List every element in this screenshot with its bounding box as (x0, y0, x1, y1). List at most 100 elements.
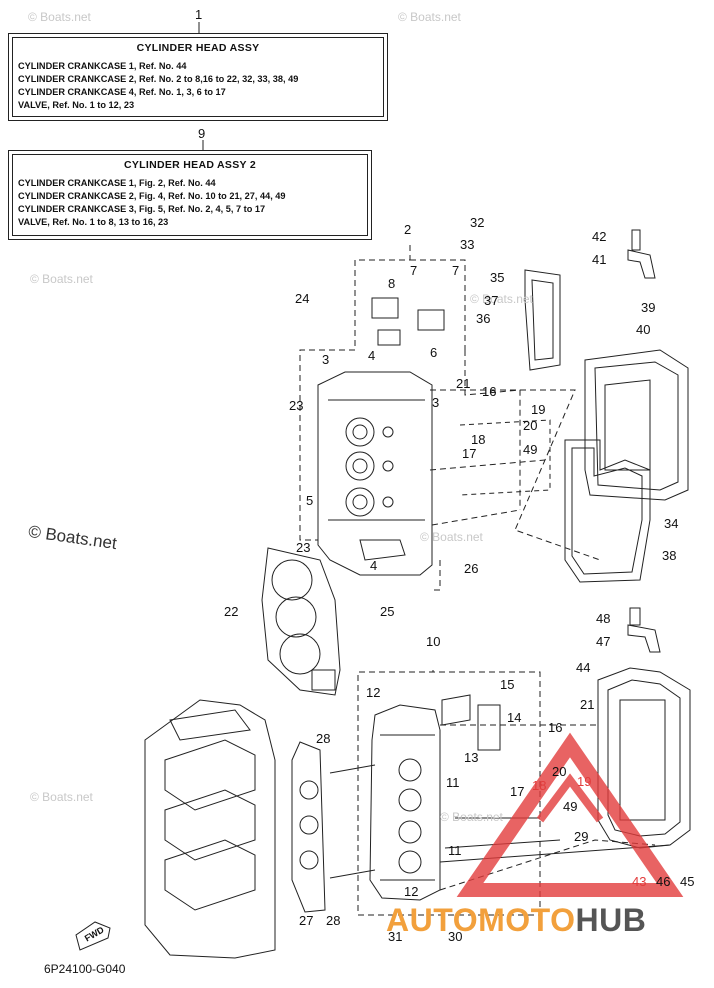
brand-part-2: HUB (575, 902, 647, 938)
cylinder-head-lower (369, 704, 441, 901)
callout: 30 (448, 929, 463, 944)
callout: 25 (380, 604, 395, 619)
leader-28-upper (329, 764, 376, 774)
brand-logo: AUTOMOTOHUB (386, 902, 646, 939)
callout: 32 (470, 215, 485, 230)
callout: 12 (366, 685, 381, 700)
callout: 34 (664, 516, 679, 531)
callout: 21 (456, 376, 471, 391)
head-cover-lower (597, 667, 691, 849)
callout: 35 (490, 270, 505, 285)
callout: 36 (476, 311, 491, 326)
watermark: © Boats.net (28, 10, 91, 24)
cam-caps-upper (371, 297, 445, 346)
callout: 33 (460, 237, 475, 252)
callout: 16 (482, 384, 497, 399)
callout: 17 (462, 446, 477, 461)
watermark: © Boats.net (398, 10, 461, 24)
callout: 44 (576, 660, 591, 675)
callout: 31 (388, 929, 403, 944)
callout: 49 (563, 799, 578, 814)
reference-line: VALVE, Ref. No. 1 to 12, 23 (18, 100, 135, 110)
callout: 4 (370, 558, 378, 573)
reference-box-2-title: CYLINDER HEAD ASSY 2 (123, 159, 257, 171)
engine-block (144, 699, 276, 959)
callout: 29 (574, 829, 589, 844)
brand-part-1: AUTOMOTO (386, 902, 576, 938)
reference-line: CYLINDER CRANKCASE 3, Fig. 5, Ref. No. 2… (18, 204, 266, 214)
callout: 26 (464, 561, 479, 576)
callout: 7 (452, 263, 460, 278)
callout-1: 1 (195, 7, 203, 22)
callout: 38 (662, 548, 677, 563)
watermark: © Boats.net (30, 272, 93, 286)
reference-line: CYLINDER CRANKCASE 2, Ref. No. 2 to 8,16… (18, 74, 299, 84)
bolt-48 (629, 607, 641, 626)
callout: 27 (299, 913, 314, 928)
callout: 17 (510, 784, 525, 799)
callout: 5 (306, 493, 314, 508)
reference-box-1: CYLINDER HEAD ASSY CYLINDER CRANKCASE 1,… (8, 33, 388, 121)
callout: 19 (531, 402, 546, 417)
callout: 20 (523, 418, 538, 433)
callout-9: 9 (198, 126, 206, 141)
plate-35-inner (531, 279, 554, 361)
callout: 4 (368, 348, 376, 363)
callout: 46 (656, 874, 671, 889)
callout: 24 (295, 291, 310, 306)
watermark: © Boats.net (470, 292, 533, 306)
callout: 7 (410, 263, 418, 278)
callout: 22 (224, 604, 239, 619)
callout: 20 (552, 764, 567, 779)
cover-gasket-upper (564, 439, 651, 583)
callout: 15 (500, 677, 515, 692)
fwd-arrow-icon (75, 921, 111, 951)
callout: 40 (636, 322, 651, 337)
callout: 12 (404, 884, 419, 899)
reference-line: CYLINDER CRANKCASE 4, Ref. No. 1, 3, 6 t… (18, 87, 226, 97)
leader-frame-lower (439, 844, 671, 863)
reference-box-1-title: CYLINDER HEAD ASSY (136, 42, 260, 54)
callout: 43 (632, 874, 647, 889)
diagram-code: 6P24100-G040 (44, 962, 126, 976)
callout: 13 (464, 750, 479, 765)
callout: 3 (322, 352, 330, 367)
reference-line: CYLINDER CRANKCASE 2, Fig. 4, Ref. No. 1… (18, 191, 286, 201)
cam-caps-lower (441, 694, 501, 751)
reference-line: CYLINDER CRANKCASE 1, Ref. No. 44 (18, 61, 187, 71)
dashed-link-upper (429, 459, 546, 471)
callout: 3 (432, 395, 440, 410)
plate-35 (524, 269, 561, 371)
head-gasket-upper (261, 547, 341, 696)
callout: 6 (430, 345, 438, 360)
callout: 14 (507, 710, 522, 725)
watermark: © Boats.net (30, 790, 93, 804)
watermark: © Boats.net (420, 530, 483, 544)
cylinder-head-upper (317, 371, 433, 576)
callout: 23 (296, 540, 311, 555)
callout: 18 (532, 778, 547, 793)
bracket-47 (627, 624, 661, 653)
bolt-42 (631, 229, 641, 251)
callout: 11 (446, 775, 460, 790)
callout: 16 (548, 720, 563, 735)
callout: 10 (426, 634, 441, 649)
callout: 19 (577, 774, 592, 789)
callout: 37 (484, 293, 499, 308)
dashed-group-upper-bottom (430, 560, 441, 591)
reference-box-2: CYLINDER HEAD ASSY 2 CYLINDER CRANKCASE … (8, 150, 372, 240)
callout: 23 (289, 398, 304, 413)
callout: 47 (596, 634, 611, 649)
callout: 39 (641, 300, 656, 315)
callout: 18 (471, 432, 486, 447)
callout: 42 (592, 229, 607, 244)
callout: 45 (680, 874, 695, 889)
head-gasket-lower (291, 741, 326, 913)
callout: 21 (580, 697, 595, 712)
callout: 8 (388, 276, 396, 291)
callout: 28 (326, 913, 341, 928)
reference-line: CYLINDER CRANKCASE 1, Fig. 2, Ref. No. 4… (18, 178, 216, 188)
bracket-41 (627, 249, 656, 279)
thermostat-group-upper (459, 419, 551, 496)
